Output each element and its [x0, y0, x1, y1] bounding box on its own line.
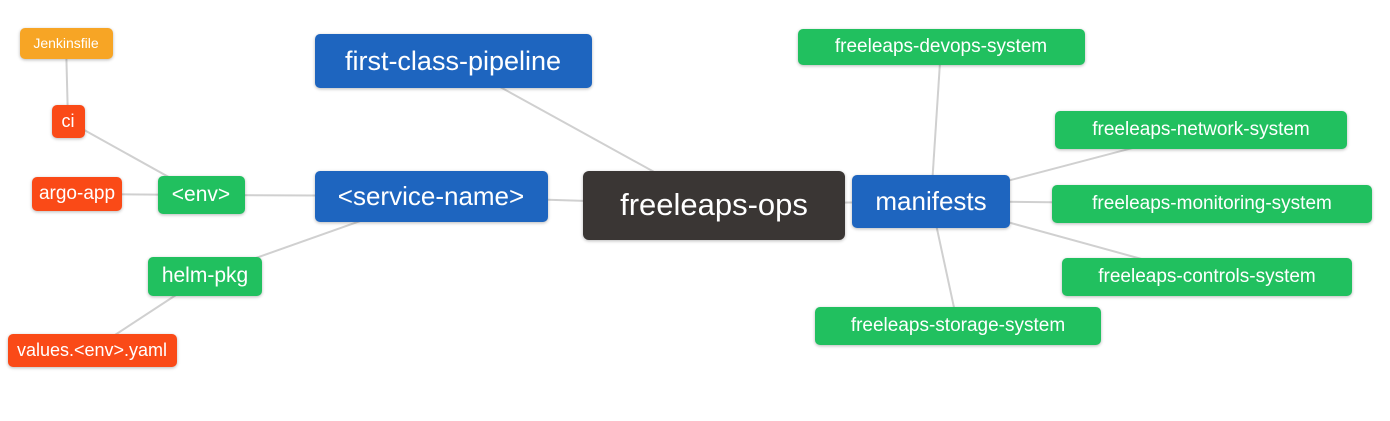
mindmap-node-manifests[interactable]: manifests — [852, 174, 1010, 228]
mindmap-node-ci[interactable]: ci — [51, 104, 85, 138]
mindmap-node-values-env-yaml[interactable]: values.<env>.yaml — [7, 333, 177, 367]
node-label: manifests — [875, 185, 987, 216]
node-label: values.<env>.yaml — [16, 339, 168, 360]
mindmap-node-network-system[interactable]: freeleaps-network-system — [1055, 111, 1347, 149]
node-label: Jenkinsfile — [33, 35, 99, 51]
node-label: argo-app — [38, 183, 116, 204]
mindmap-node-jenkinsfile[interactable]: Jenkinsfile — [19, 27, 113, 59]
mindmap-node-freeleaps-ops[interactable]: freeleaps-ops — [583, 170, 845, 240]
node-label: freeleaps-controls-system — [1098, 266, 1316, 287]
mindmap-node-devops-system[interactable]: freeleaps-devops-system — [797, 29, 1085, 65]
node-label: first-class-pipeline — [344, 45, 562, 76]
node-label: freeleaps-storage-system — [850, 315, 1066, 336]
mindmap-node-storage-system[interactable]: freeleaps-storage-system — [815, 307, 1101, 345]
mindmap-node-env[interactable]: <env> — [157, 176, 245, 214]
node-label: freeleaps-network-system — [1092, 119, 1310, 140]
mindmap-node-helm-pkg[interactable]: helm-pkg — [148, 256, 262, 296]
node-label: helm-pkg — [161, 264, 249, 287]
mindmap-node-argo-app[interactable]: argo-app — [32, 177, 122, 211]
mindmap-node-service-name[interactable]: <service-name> — [314, 170, 548, 222]
node-label: ci — [61, 110, 75, 131]
mindmap-node-controls-system[interactable]: freeleaps-controls-system — [1062, 258, 1352, 296]
node-label: freeleaps-devops-system — [834, 36, 1048, 57]
node-label: freeleaps-monitoring-system — [1092, 193, 1332, 214]
mindmap-node-first-class-pipeline[interactable]: first-class-pipeline — [314, 34, 592, 88]
node-label: freeleaps-ops — [620, 187, 808, 222]
mindmap-node-monitoring-system[interactable]: freeleaps-monitoring-system — [1052, 185, 1372, 223]
node-label: <service-name> — [337, 180, 525, 211]
node-label: <env> — [171, 183, 231, 206]
